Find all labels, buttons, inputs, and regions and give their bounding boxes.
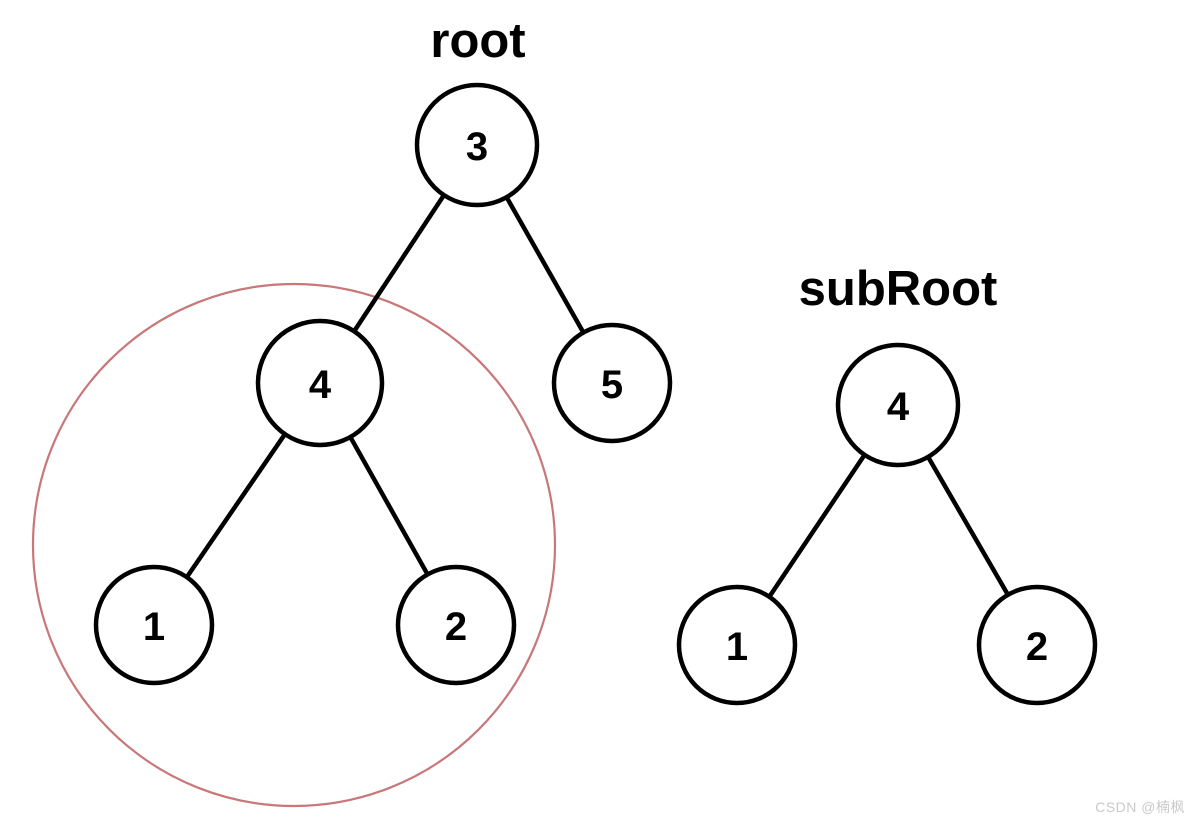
tree-edge-layer: [183, 191, 1011, 600]
tree-edge-4-1: [183, 431, 288, 581]
tree-title-root-tree: root: [430, 14, 525, 68]
tree-edge-3-5: [503, 194, 587, 336]
tree-title-subroot-tree: subRoot: [799, 262, 998, 316]
tree-node-1[interactable]: 1: [676, 584, 798, 706]
node-circle: [255, 318, 385, 448]
tree-edge-4-1: [766, 451, 868, 600]
tree-node-1[interactable]: 1: [93, 564, 215, 686]
node-circle: [835, 342, 961, 468]
tree-edge-4-2: [925, 453, 1011, 598]
node-value-label: 4: [887, 385, 910, 429]
node-value-label: 4: [309, 363, 332, 407]
node-circle: [551, 322, 673, 444]
tree-node-3[interactable]: 3: [414, 82, 540, 208]
node-value-label: 1: [143, 605, 165, 649]
tree-label-layer: root subRoot: [430, 14, 997, 316]
node-value-label: 2: [445, 605, 467, 649]
tree-edge-3-4: [351, 191, 447, 335]
annotation-layer: [31, 282, 557, 808]
node-value-label: 3: [466, 125, 488, 169]
tree-node-2[interactable]: 2: [976, 584, 1098, 706]
node-circle: [414, 82, 540, 208]
node-value-label: 5: [601, 363, 623, 407]
node-circle: [676, 584, 798, 706]
tree-node-4[interactable]: 4: [835, 342, 961, 468]
tree-node-layer: 3 4 5 1 2 4 1 2: [93, 82, 1098, 706]
node-value-label: 1: [726, 625, 748, 669]
tree-edge-4-2: [347, 433, 431, 578]
csdn-watermark: CSDN @楠枫: [1095, 799, 1185, 815]
node-circle: [395, 564, 517, 686]
tree-node-2[interactable]: 2: [395, 564, 517, 686]
tree-node-4[interactable]: 4: [255, 318, 385, 448]
subtree-highlight-circle: [31, 282, 557, 808]
node-circle: [93, 564, 215, 686]
node-circle: [976, 584, 1098, 706]
node-value-label: 2: [1026, 625, 1048, 669]
tree-node-5[interactable]: 5: [551, 322, 673, 444]
